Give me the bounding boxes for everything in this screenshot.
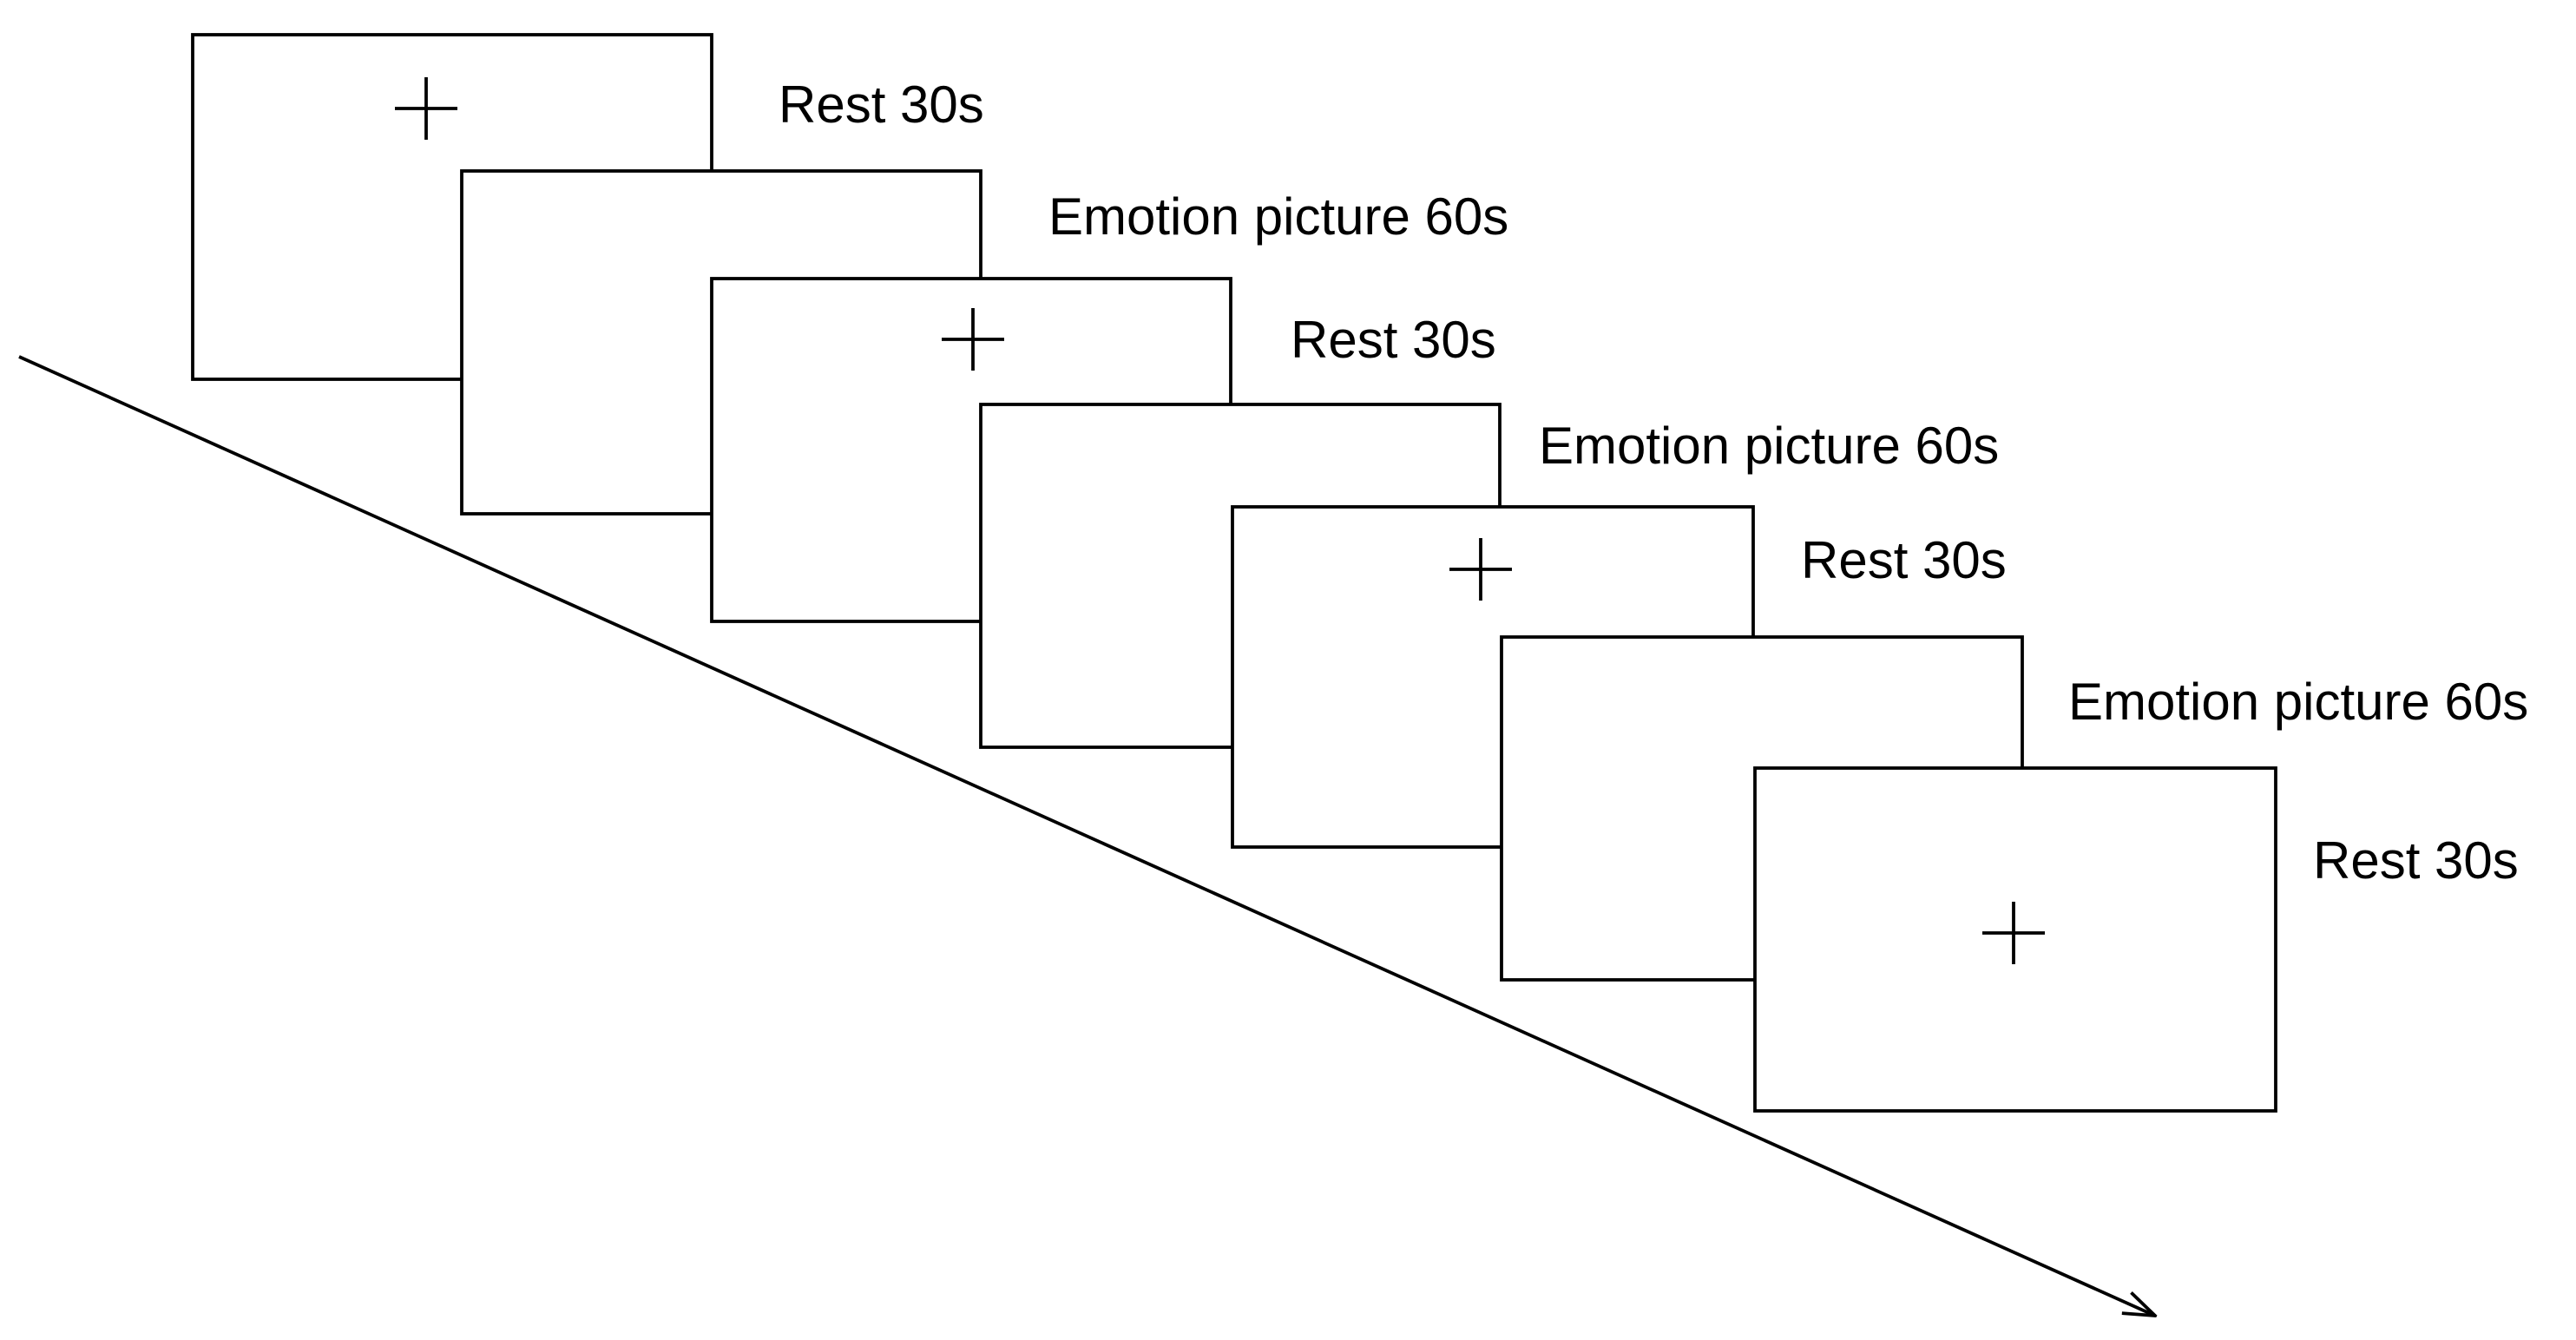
step-2-label: Emotion picture 60s <box>1048 187 1508 246</box>
fixation-cross-icon <box>1449 538 1512 601</box>
fixation-cross-icon <box>942 308 1004 371</box>
fixation-cross-icon <box>1982 902 2045 964</box>
time-axis-arrow <box>18 355 2155 1316</box>
step-6-label: Emotion picture 60s <box>2068 673 2528 731</box>
fixation-cross-icon <box>395 77 457 140</box>
step-7-label: Rest 30s <box>2313 831 2519 890</box>
step-4-label: Emotion picture 60s <box>1539 417 1999 475</box>
screen-frame <box>1753 766 2277 1113</box>
step-3-label: Rest 30s <box>1291 311 1496 369</box>
step-5-label: Rest 30s <box>1801 531 2007 589</box>
step-7-rest: Rest 30s <box>1753 766 2519 1113</box>
step-1-label: Rest 30s <box>779 76 984 134</box>
